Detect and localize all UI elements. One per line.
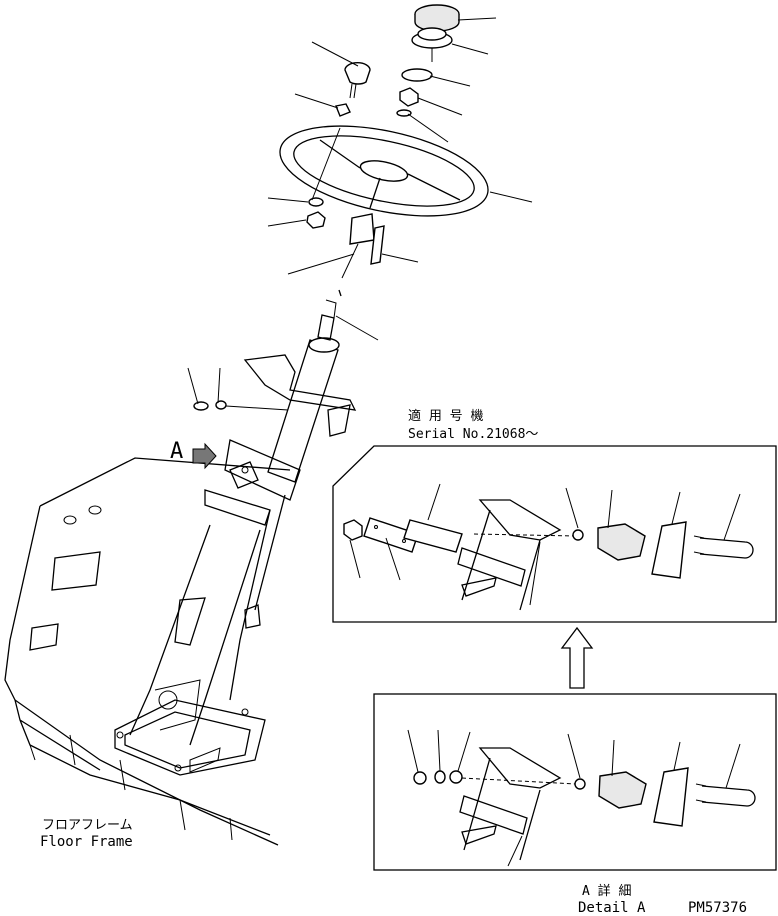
horn-cap-parts <box>306 4 460 297</box>
view-arrow-a: A <box>170 439 217 470</box>
floor-frame-label-jp: フロアフレーム <box>42 818 133 833</box>
steering-column <box>243 299 357 483</box>
column-washers <box>193 400 227 411</box>
floor-frame-label-en: Floor Frame <box>40 834 133 850</box>
serial-label-jp: 適 用 号 機 <box>408 408 483 424</box>
steering-wheel <box>279 125 489 217</box>
serial-label-en: Serial No.21068～ <box>408 427 538 442</box>
detail-a-box <box>373 693 777 871</box>
detail-label-en: Detail A <box>578 900 646 916</box>
transition-arrow <box>560 626 594 689</box>
detail-label-jp: A 詳 細 <box>582 883 631 899</box>
serial-variant-box <box>332 445 777 623</box>
view-marker-label: A <box>170 439 183 464</box>
floor-frame <box>4 457 291 846</box>
leader-lines <box>187 17 533 411</box>
column-stand <box>114 439 301 776</box>
drawing-number: PM57376 <box>688 900 747 916</box>
